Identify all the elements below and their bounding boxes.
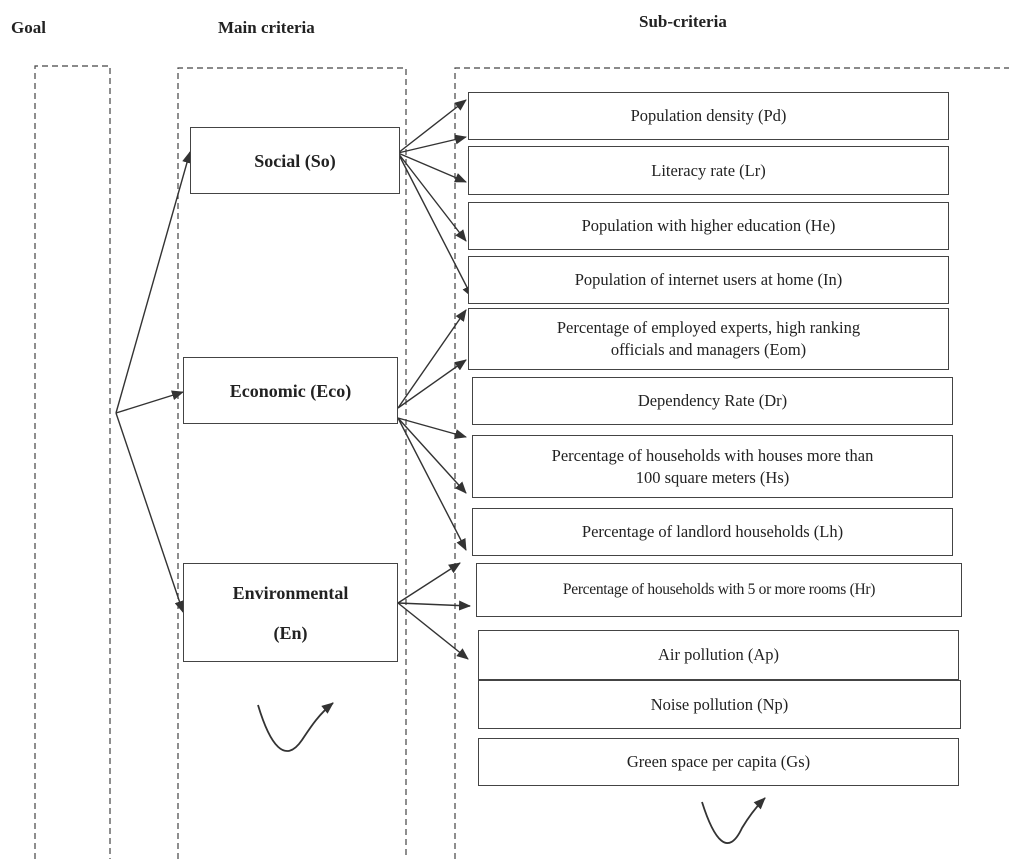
arrow-economic-to-eom-a bbox=[397, 309, 467, 409]
sub-criterion-box: Air pollution (Ap) bbox=[478, 630, 959, 680]
arrow-economic-to-hs-a bbox=[397, 417, 467, 439]
arrow-social-to-lr-b bbox=[397, 152, 467, 183]
sub-criterion-label: Population density (Pd) bbox=[630, 106, 787, 125]
main-criterion-label-line1: Environmental bbox=[232, 582, 349, 603]
sub-criterion-box: Population of internet users at home (In… bbox=[468, 256, 949, 304]
arrow-economic-to-hs-b bbox=[397, 417, 467, 494]
sub-criterion-box: Percentage of households with 5 or more … bbox=[476, 563, 962, 617]
sub-criterion-label: Percentage of households with 5 or more … bbox=[562, 581, 876, 598]
sub-criterion-label-line1: Percentage of employed experts, high ran… bbox=[556, 318, 861, 337]
arrow-social-to-he bbox=[397, 152, 467, 242]
sub-criterion-label-line1: Percentage of households with houses mor… bbox=[551, 446, 874, 465]
sub-criterion-label-line2: officials and managers (Eom) bbox=[610, 340, 807, 359]
sub-criterion-box: Population with higher education (He) bbox=[468, 202, 949, 250]
sub-criterion-label: Noise pollution (Np) bbox=[650, 694, 789, 714]
sub-criterion-box: Percentage of households with houses mor… bbox=[472, 435, 953, 498]
sub-criterion-label: Population of internet users at home (In… bbox=[574, 270, 843, 289]
arrow-environmental-to-ap bbox=[397, 602, 469, 660]
arrow-social-to-in bbox=[397, 152, 473, 298]
sub-criterion-box: Literacy rate (Lr) bbox=[468, 146, 949, 195]
main-criterion-economic: Economic (Eco) bbox=[183, 357, 398, 424]
arrow-economic-to-eom-b bbox=[397, 359, 467, 409]
main-criterion-label: Social (So) bbox=[254, 150, 336, 171]
sub-criterion-label: Green space per capita (Gs) bbox=[626, 752, 811, 771]
goal-column-frame bbox=[34, 65, 111, 859]
arrow-social-to-pd bbox=[397, 99, 467, 154]
arrow-goal-to-economic bbox=[115, 390, 184, 414]
sub-criterion-box: Noise pollution (Np) bbox=[478, 680, 961, 729]
main-criterion-label-line2: (En) bbox=[273, 622, 308, 643]
main-criterion-social: Social (So) bbox=[190, 127, 400, 194]
sub-criterion-box: Green space per capita (Gs) bbox=[478, 738, 959, 786]
main-criterion-environmental: Environmental (En) bbox=[183, 563, 398, 662]
sub-criteria-column-frame bbox=[454, 67, 1009, 859]
sub-criteria-header: Sub-criteria bbox=[639, 12, 727, 31]
main-criteria-column-frame bbox=[177, 67, 407, 859]
arrow-goal-to-environmental bbox=[115, 412, 185, 613]
sub-criterion-box: Population density (Pd) bbox=[468, 92, 949, 140]
sub-criterion-box: Dependency Rate (Dr) bbox=[472, 377, 953, 425]
sub-criterion-label: Air pollution (Ap) bbox=[658, 645, 779, 664]
goal-header: Goal bbox=[11, 18, 46, 37]
arrow-social-to-lr-a bbox=[397, 134, 467, 154]
sub-criterion-label: Population with higher education (He) bbox=[581, 216, 836, 235]
main-criterion-label: Economic (Eco) bbox=[229, 380, 352, 401]
main-criteria-header: Main criteria bbox=[218, 18, 315, 37]
arrow-environmental-to-hr-a bbox=[397, 562, 461, 604]
arrow-economic-to-lh bbox=[397, 417, 467, 551]
sub-criterion-label: Percentage of landlord households (Lh) bbox=[581, 522, 844, 541]
arrow-goal-to-social bbox=[115, 151, 192, 414]
sub-criterion-label: Dependency Rate (Dr) bbox=[637, 391, 788, 410]
sub-criterion-label-line2: 100 square meters (Hs) bbox=[635, 468, 790, 487]
feedback-curve-arrow-sub bbox=[701, 797, 766, 844]
sub-criterion-box: Percentage of employed experts, high ran… bbox=[468, 308, 949, 370]
arrow-environmental-to-hr-b bbox=[397, 600, 471, 611]
sub-criterion-label: Literacy rate (Lr) bbox=[651, 160, 766, 180]
sub-criterion-box: Percentage of landlord households (Lh) bbox=[472, 508, 953, 556]
feedback-curve-arrow-main bbox=[257, 702, 334, 752]
